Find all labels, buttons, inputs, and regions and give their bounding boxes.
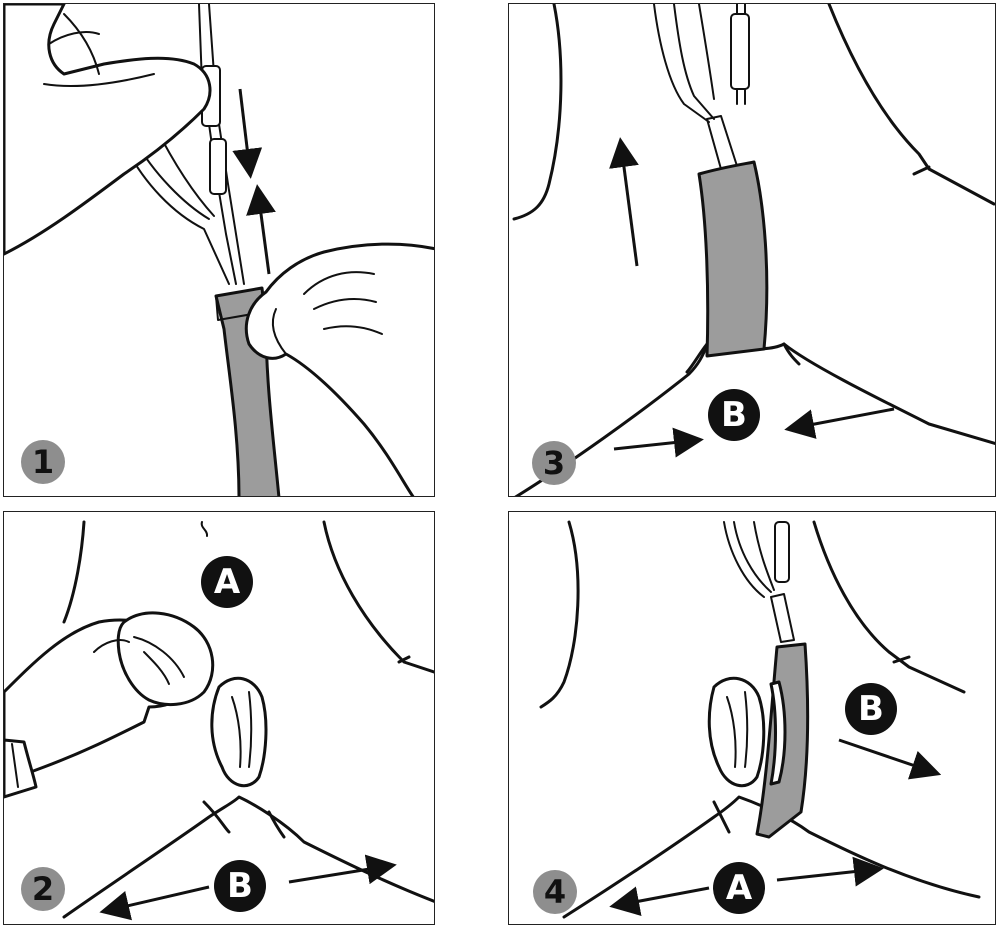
step-2-illustration: [4, 520, 434, 921]
arrow-icon: [613, 427, 704, 458]
step-4-illustration: [539, 520, 981, 919]
cable-icon: [723, 521, 765, 598]
cable-icon: [653, 4, 710, 123]
step-number-badge: 2: [21, 867, 65, 911]
gloved-hand-icon: [4, 4, 212, 256]
panel-step-2: A B 2: [3, 511, 435, 925]
arrow-icon: [776, 856, 884, 887]
step-3-illustration: [512, 4, 995, 496]
arrow-icon: [784, 407, 895, 439]
label-badge-b: B: [845, 683, 897, 735]
step-number-badge: 4: [533, 870, 577, 914]
arrow-icon: [288, 854, 397, 885]
panel-step-1: 1: [3, 3, 435, 497]
step-1-illustration: [4, 4, 434, 496]
panel-step-4: B A 4: [508, 511, 996, 925]
electrode-strip-icon: [697, 160, 769, 358]
arrow-icon: [838, 738, 942, 780]
label-badge-a: A: [201, 556, 253, 608]
arrow-icon: [232, 88, 263, 179]
arrow-icon: [609, 886, 710, 916]
panel-step-3: B 3: [508, 3, 996, 497]
arrow-icon: [99, 885, 210, 921]
arrow-icon: [246, 184, 276, 275]
label-badge-a: A: [713, 862, 765, 914]
label-badge-b: B: [708, 389, 760, 441]
step-number-badge: 1: [21, 440, 65, 484]
step-number-badge: 3: [532, 441, 576, 485]
label-badge-b: B: [214, 860, 266, 912]
arrow-icon: [609, 137, 639, 267]
